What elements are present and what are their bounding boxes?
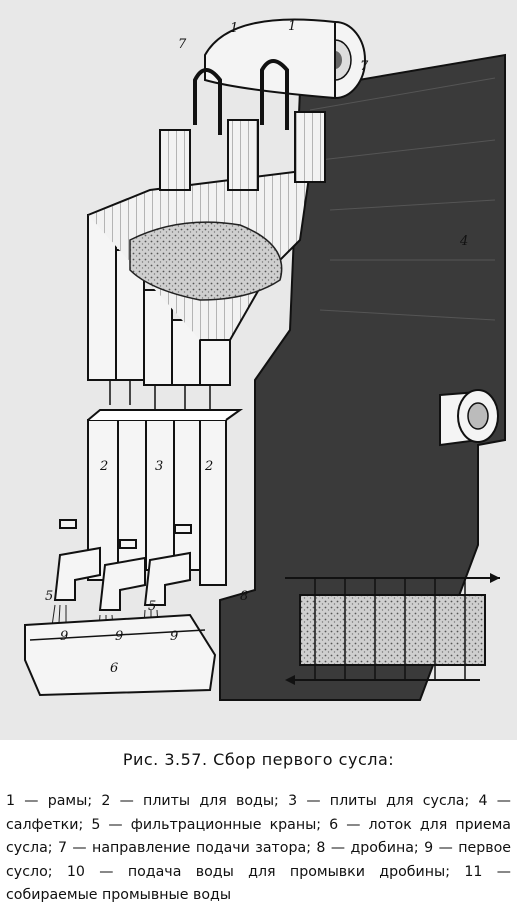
spent-grain-cake bbox=[129, 221, 283, 301]
filter-cloth bbox=[219, 53, 506, 701]
label-3: 3 bbox=[155, 459, 163, 474]
upper-plates bbox=[87, 111, 326, 386]
filter-taps bbox=[53, 519, 192, 611]
label-9c: 9 bbox=[170, 629, 178, 644]
bottom-roller bbox=[439, 389, 499, 447]
label-5a: 5 bbox=[45, 589, 53, 604]
label-1a: 1 bbox=[230, 21, 238, 36]
filter-press-illustration: 1 1 7 7 4 2 3 2 5 5 9 9 9 6 8 bbox=[0, 0, 517, 740]
label-6: 6 bbox=[110, 661, 118, 676]
feed-pipe-right bbox=[260, 59, 289, 130]
inset-diagram bbox=[285, 573, 500, 685]
label-7a: 7 bbox=[178, 37, 187, 52]
label-4: 4 bbox=[459, 234, 468, 249]
feed-pipe-left bbox=[193, 68, 222, 135]
label-1b: 1 bbox=[288, 19, 296, 34]
label-5b: 5 bbox=[148, 599, 156, 614]
label-7b: 7 bbox=[360, 59, 369, 74]
label-8: 8 bbox=[240, 589, 248, 604]
label-9b: 9 bbox=[115, 629, 123, 644]
top-roller bbox=[204, 18, 366, 100]
wort-trough bbox=[24, 613, 217, 697]
filter-press-drawing: 1 1 7 7 4 2 3 2 5 5 9 9 9 6 8 bbox=[24, 18, 506, 701]
figure-caption: Рис. 3.57. Сбор первого сусла: bbox=[122, 750, 395, 769]
figure-legend: 1 — рамы; 2 — плиты для воды; 3 — плиты … bbox=[6, 793, 511, 903]
label-2a: 2 bbox=[99, 459, 108, 474]
label-9a: 9 bbox=[60, 629, 68, 644]
label-2b: 2 bbox=[204, 459, 213, 474]
